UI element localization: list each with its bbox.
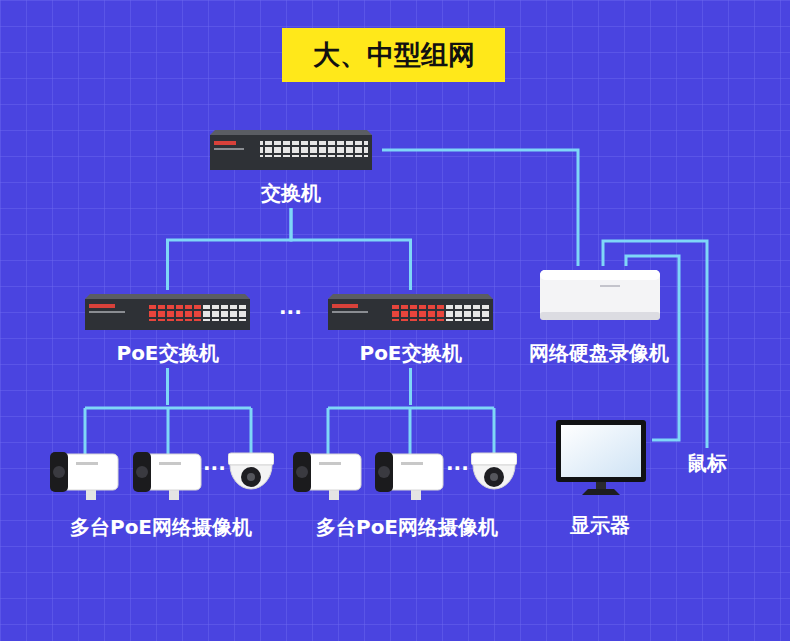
cable-connector: [382, 150, 578, 266]
device-label: 鼠标: [687, 451, 727, 475]
device-node: 显示器: [548, 416, 652, 540]
monitor-icon: [556, 420, 646, 495]
device-node: PoE交换机: [80, 290, 255, 368]
bullet-camera-icon: [375, 452, 443, 500]
device-node: 鼠标: [682, 448, 732, 478]
poe-switch-icon: [328, 294, 493, 330]
device-node: 多台PoE网络摄像机: [45, 405, 277, 542]
cable-connector: [409, 368, 412, 405]
device-node: 交换机: [200, 126, 382, 208]
bullet-camera-icon: [50, 452, 118, 500]
dome-camera-icon: [471, 453, 517, 489]
device-label: 交换机: [261, 181, 321, 205]
device-label: PoE交换机: [116, 341, 218, 365]
device-label: 网络硬盘录像机: [529, 341, 669, 365]
camera-bus: [85, 408, 494, 456]
bullet-camera-icon: [133, 452, 201, 500]
device-node: PoE交换机: [323, 290, 498, 368]
title-text: 大、中型组网: [313, 37, 475, 73]
ellipsis-label: ···: [203, 458, 226, 478]
ellipsis-label: ···: [446, 458, 469, 478]
ellipsis-label: ···: [279, 302, 302, 322]
device-label: PoE交换机: [359, 341, 461, 365]
device-node: 网络硬盘录像机: [524, 266, 674, 368]
poe-switch-icon: [85, 294, 250, 330]
device-node: 多台PoE网络摄像机: [288, 405, 526, 542]
device-label: 多台PoE网络摄像机: [316, 515, 498, 539]
cable-connector: [168, 208, 292, 290]
dome-camera-icon: [228, 453, 274, 489]
bullet-camera-icon: [293, 452, 361, 500]
device-label: 多台PoE网络摄像机: [70, 515, 252, 539]
cable-connector: [291, 208, 411, 290]
title-banner: 大、中型组网: [282, 28, 505, 82]
cable-connector: [166, 368, 169, 405]
nvr-icon: [540, 270, 660, 320]
device-label: 显示器: [570, 513, 630, 537]
switch-icon: [210, 130, 372, 170]
